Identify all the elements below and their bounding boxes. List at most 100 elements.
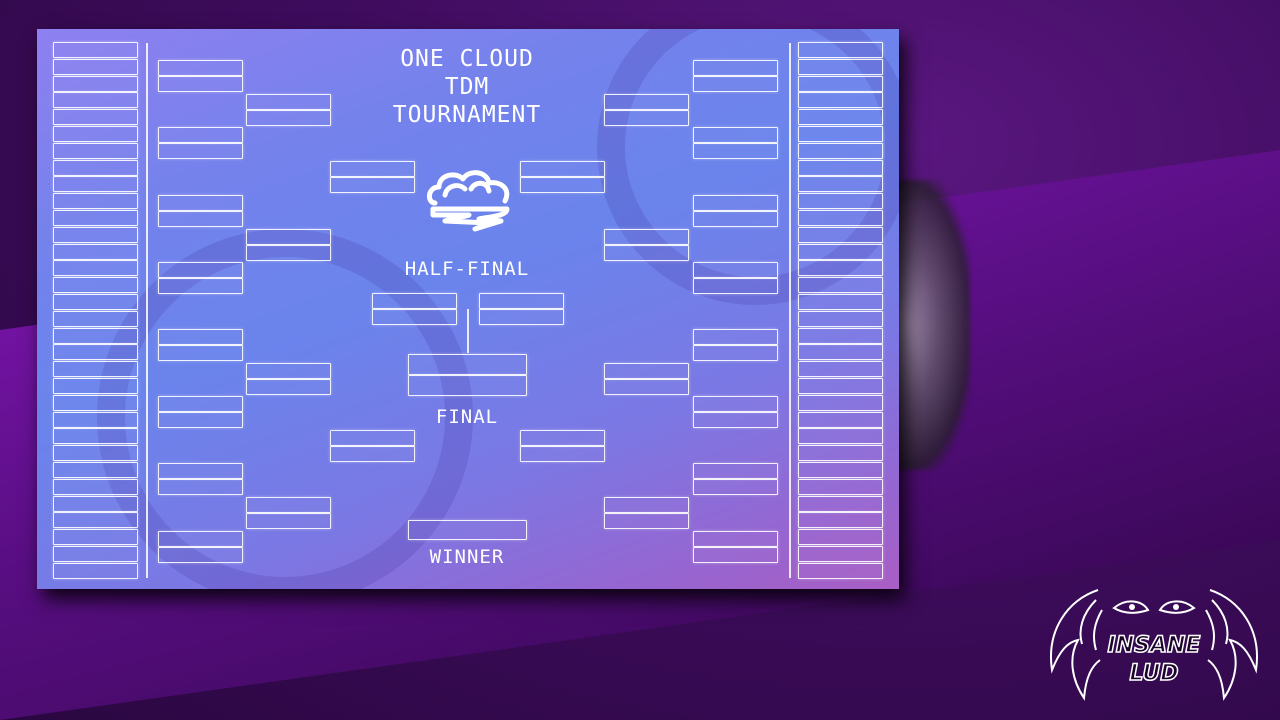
half-final-right-slot — [479, 309, 564, 325]
round-2-right-slot — [693, 479, 778, 495]
round-1-right-slot — [798, 562, 883, 579]
round-1-left-slot — [53, 294, 138, 310]
bracket-divider-left — [146, 43, 148, 578]
round-1-left-slot — [53, 428, 138, 445]
round-1-right-slot — [798, 378, 883, 394]
round-1-right-slot — [798, 411, 883, 428]
round-3-right-slot — [604, 379, 689, 395]
round-1-right-slot — [798, 243, 883, 260]
round-1-left-slot — [53, 159, 138, 176]
round-1-right-slot — [798, 75, 883, 92]
round-2-left-slot — [158, 396, 243, 412]
round-2-right-slot — [693, 262, 778, 278]
round-1-right-slot — [798, 142, 883, 159]
round-1-left-slot — [53, 546, 138, 562]
round-1-right-slot — [798, 294, 883, 310]
round-3-left-slot — [246, 229, 331, 245]
round-1-left-slot — [53, 92, 138, 109]
round-4-right-slot — [520, 177, 605, 193]
round-1-left-slot — [53, 243, 138, 260]
round-3-right-slot — [604, 363, 689, 379]
round-1-left-slot — [53, 109, 138, 126]
round-2-left-slot — [158, 262, 243, 278]
round-2-left-slot — [158, 278, 243, 294]
round-2-left-slot — [158, 127, 243, 143]
round-2-left-slot — [158, 345, 243, 361]
winged-eyes-logo-icon: INSANE LUD — [1050, 589, 1258, 701]
round-1-right-slot — [798, 42, 883, 58]
final-label: FINAL — [435, 406, 499, 428]
round-3-right-slot — [604, 245, 689, 261]
bracket-title: ONE CLOUD TDM TOURNAMENT — [392, 46, 542, 128]
round-2-left-slot — [158, 479, 243, 495]
round-1-right-slot — [798, 344, 883, 361]
winner-slot — [408, 520, 527, 540]
round-2-right-slot — [693, 396, 778, 412]
round-3-left-slot — [246, 110, 331, 126]
round-1-left-slot — [53, 344, 138, 361]
cloud-logo-icon — [427, 170, 510, 232]
round-4-right-slot — [520, 430, 605, 446]
half-final-left-slot — [372, 309, 457, 325]
round-2-left-slot — [158, 547, 243, 563]
round-1-left-slot — [53, 310, 138, 327]
round-4-left-slot — [330, 446, 415, 462]
round-1-right-slot — [798, 109, 883, 126]
round-2-left-slot — [158, 463, 243, 479]
round-1-right-slot — [798, 478, 883, 495]
round-2-right-slot — [693, 195, 778, 211]
round-1-left-slot — [53, 42, 138, 58]
round-1-left-slot — [53, 277, 138, 294]
round-2-right-slot — [693, 278, 778, 294]
round-2-left-slot — [158, 143, 243, 159]
round-3-right-slot — [604, 110, 689, 126]
round-1-left-slot — [53, 394, 138, 411]
round-4-left-slot — [330, 430, 415, 446]
round-2-right-slot — [693, 547, 778, 563]
half-final-label: HALF-FINAL — [404, 258, 530, 280]
round-1-left-slot — [53, 361, 138, 378]
round-1-right-slot — [798, 546, 883, 562]
tournament-bracket: ONE CLOUD TDM TOURNAMENT HALF-FINAL FINA… — [37, 29, 899, 589]
round-1-left-slot — [53, 210, 138, 226]
round-2-right-slot — [693, 329, 778, 345]
round-1-right-slot — [798, 277, 883, 294]
half-final-left-slot — [372, 293, 457, 309]
round-1-right-slot — [798, 495, 883, 512]
round-3-right-slot — [604, 94, 689, 110]
round-1-right-slot — [798, 176, 883, 193]
round-3-right-slot — [604, 513, 689, 529]
round-4-left-slot — [330, 177, 415, 193]
half-final-right-slot — [479, 293, 564, 309]
round-1-right-slot — [798, 193, 883, 210]
winner-label: WINNER — [429, 546, 505, 568]
round-1-left-slot — [53, 495, 138, 512]
half-final-connector — [467, 309, 469, 353]
round-3-left-slot — [246, 497, 331, 513]
round-3-left-slot — [246, 245, 331, 261]
round-2-left-slot — [158, 60, 243, 76]
round-1-right-slot — [798, 159, 883, 176]
round-3-left-slot — [246, 379, 331, 395]
round-3-left-slot — [246, 363, 331, 379]
round-1-left-slot — [53, 126, 138, 142]
round-2-left-slot — [158, 195, 243, 211]
round-1-right-slot — [798, 210, 883, 226]
round-4-right-slot — [520, 446, 605, 462]
round-1-left-slot — [53, 462, 138, 478]
round-4-right-slot — [520, 161, 605, 177]
round-2-left-slot — [158, 76, 243, 92]
round-2-left-slot — [158, 531, 243, 547]
round-2-left-slot — [158, 412, 243, 428]
round-1-right-slot — [798, 310, 883, 327]
round-2-right-slot — [693, 412, 778, 428]
round-1-right-slot — [798, 126, 883, 142]
round-1-right-slot — [798, 529, 883, 546]
round-1-left-slot — [53, 142, 138, 159]
final-slot — [408, 375, 527, 396]
round-2-right-slot — [693, 143, 778, 159]
round-2-right-slot — [693, 60, 778, 76]
round-3-left-slot — [246, 513, 331, 529]
round-1-right-slot — [798, 226, 883, 243]
watermark-line2: LUD — [1130, 661, 1179, 686]
